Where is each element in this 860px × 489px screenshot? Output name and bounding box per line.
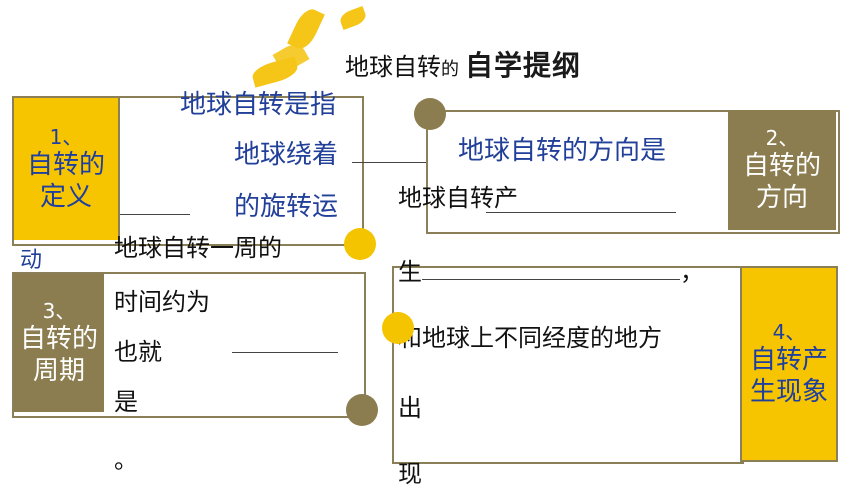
definition-text-2: 地球绕着 — [234, 140, 339, 170]
definition-text-4: 动 — [20, 248, 43, 273]
phenomena-text-4: 出 — [398, 394, 422, 422]
period-text-2: 时间约为 — [114, 288, 210, 316]
phenomena-label: 4、 自转产 生现象 — [740, 266, 838, 462]
direction-label: 2、 自转的 方向 — [728, 110, 836, 230]
period-text-4: 是 — [114, 388, 138, 416]
decorative-dot — [414, 98, 446, 130]
period-text-1: 地球自转一周的 — [114, 234, 282, 262]
phenomena-text-1: 地球自转产 — [398, 184, 518, 212]
period-label: 3、 自转的 周期 — [14, 274, 104, 412]
decorative-dot — [346, 394, 378, 426]
period-text-3: 也就 — [114, 338, 162, 366]
direction-blank — [486, 212, 676, 213]
period-blank — [232, 352, 338, 353]
definition-blank-2 — [120, 214, 190, 215]
period-text-5: 。 — [114, 446, 138, 474]
phenomena-blank — [422, 261, 680, 280]
definition-text-3: 的旋转运 — [234, 192, 339, 222]
direction-text: 地球自转的方向是 — [458, 136, 667, 166]
decorative-dot — [382, 312, 414, 344]
phenomena-text-2: 生， — [398, 258, 704, 286]
phenomena-text-3: 和地球上不同经度的地方 — [398, 324, 662, 352]
definition-label: 1、 自转的 定义 — [14, 98, 118, 240]
definition-blank-1 — [352, 162, 472, 163]
decorative-dot — [344, 228, 376, 260]
definition-text-1: 地球自转是指 — [180, 90, 337, 120]
page-title: 地球自转的自学提纲 — [345, 49, 582, 82]
phenomena-box — [392, 266, 744, 464]
phenomena-text-5: 现 — [398, 460, 422, 488]
